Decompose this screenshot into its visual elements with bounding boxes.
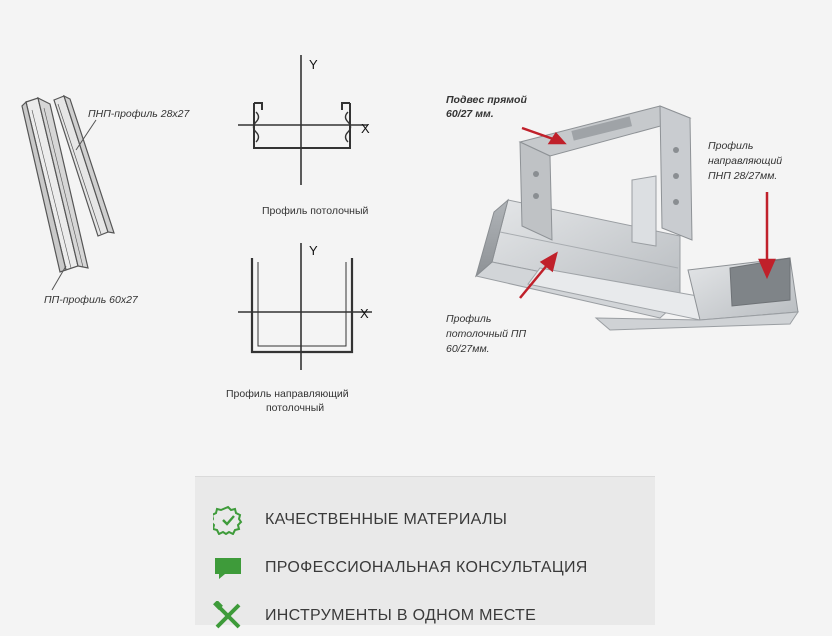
direct-hanger-label-line1: Подвес прямой xyxy=(446,94,527,106)
pnp-guide-rail-3d xyxy=(594,257,799,331)
ceiling-pp-label-line3: 60/27мм. xyxy=(446,343,490,355)
axis-y-label: Y xyxy=(309,57,318,72)
axis-x-label: X xyxy=(360,306,369,321)
feature-item: КАЧЕСТВЕННЫЕ МАТЕРИАЛЫ xyxy=(209,503,508,537)
features-panel: КАЧЕСТВЕННЫЕ МАТЕРИАЛЫ ПРОФЕССИОНАЛЬНАЯ … xyxy=(195,476,655,629)
feature-item: ПРОФЕССИОНАЛЬНАЯ КОНСУЛЬТАЦИЯ xyxy=(213,551,588,585)
guide-profile-label-line2: направляющий xyxy=(708,155,783,167)
feature-item: ИНСТРУМЕНТЫ В ОДНОМ МЕСТЕ xyxy=(213,599,536,633)
feature-text: ИНСТРУМЕНТЫ В ОДНОМ МЕСТЕ xyxy=(265,607,537,624)
pp-leader-line xyxy=(51,265,67,291)
quality-badge-icon xyxy=(209,505,243,536)
axis-y-label: Y xyxy=(309,243,318,258)
pnp-leader-line xyxy=(75,119,97,151)
pp-profile-label: ПП-профиль 60х27 xyxy=(44,294,138,306)
ceiling-pp-label-line2: потолочный ПП xyxy=(446,328,527,340)
guide-profile-caption-line1: Профиль направляющий xyxy=(226,388,349,400)
guide-profile-label-line1: Профиль xyxy=(708,140,754,152)
pnp-profile-label: ПНП-профиль 28х27 xyxy=(88,108,190,120)
guide-profile-label-line3: ПНП 28/27мм. xyxy=(708,170,778,182)
ceiling-pp-label-line1: Профиль xyxy=(446,313,492,325)
guide-profile-caption-line2: потолочный xyxy=(266,402,325,414)
pointer-arrows xyxy=(519,126,776,299)
axis-x-label: X xyxy=(361,121,370,136)
feature-text: КАЧЕСТВЕННЫЕ МАТЕРИАЛЫ xyxy=(265,511,508,528)
feature-text: ПРОФЕССИОНАЛЬНАЯ КОНСУЛЬТАЦИЯ xyxy=(265,559,588,576)
pnp-profile-drawing xyxy=(53,94,115,237)
ceiling-profile-caption: Профиль потолочный xyxy=(262,205,369,217)
direct-hanger-3d xyxy=(518,105,693,247)
pp-profile-drawing xyxy=(21,96,89,273)
direct-hanger-label-line2: 60/27 мм. xyxy=(446,108,494,120)
tools-icon xyxy=(213,600,243,631)
guide-profile-section xyxy=(238,243,372,370)
ceiling-profile-section xyxy=(238,55,368,185)
chat-bubble-icon xyxy=(213,553,243,583)
